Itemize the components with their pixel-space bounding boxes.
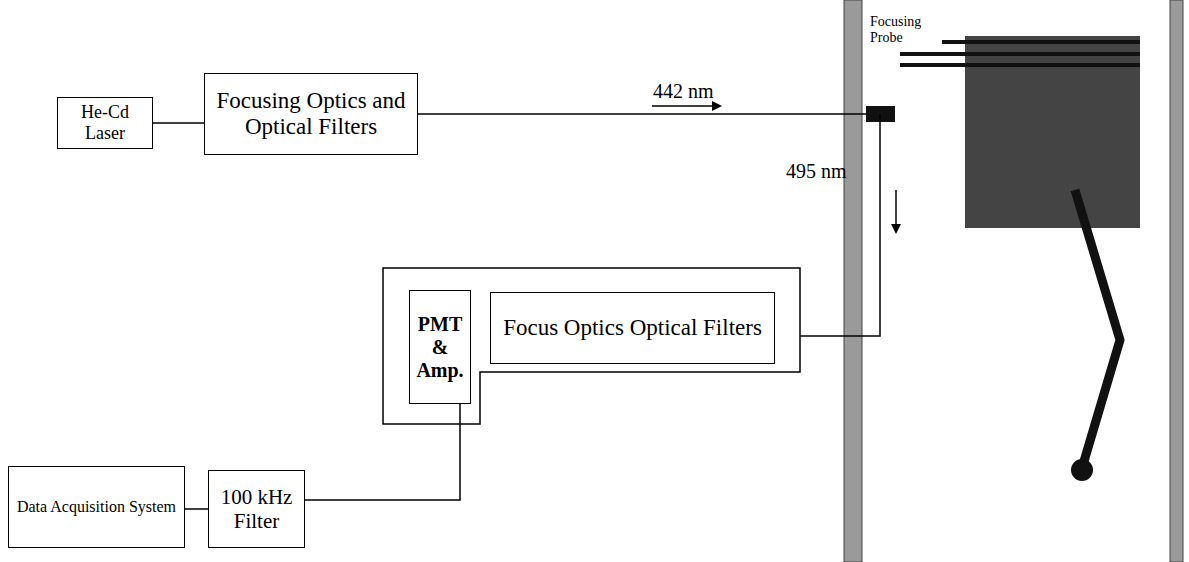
probe-label: Focusing Probe bbox=[868, 14, 942, 46]
direction-arrow bbox=[652, 105, 716, 107]
wavelength-label: 442 nm bbox=[653, 80, 714, 103]
piston-ring bbox=[900, 63, 1140, 67]
pmt-box: PMT & Amp. bbox=[409, 290, 471, 404]
connector-line bbox=[185, 508, 208, 510]
optics-box: Focus Optics Optical Filters bbox=[490, 292, 775, 364]
direction-arrow bbox=[895, 190, 897, 228]
pmt-housing bbox=[383, 268, 800, 424]
piston-ring bbox=[900, 52, 1140, 56]
crank-pin bbox=[1071, 459, 1093, 481]
cylinder-wall bbox=[844, 0, 862, 562]
optics-box: Focusing Optics and Optical Filters bbox=[204, 73, 418, 155]
connector-line bbox=[305, 404, 460, 500]
box-text: He-Cd Laser bbox=[64, 102, 146, 143]
cylinder-wall bbox=[1170, 0, 1183, 562]
connecting-rod bbox=[1075, 190, 1120, 468]
filter-box: 100 kHz Filter bbox=[208, 470, 305, 548]
connector-line bbox=[153, 122, 204, 124]
box-text: Focus Optics Optical Filters bbox=[503, 315, 762, 341]
box-text: 100 kHz Filter bbox=[215, 485, 298, 533]
daq-box: Data Acquisition System bbox=[8, 466, 185, 548]
box-text: PMT & Amp. bbox=[412, 313, 468, 382]
box-text: Data Acquisition System bbox=[17, 498, 176, 516]
wavelength-label: 495 nm bbox=[786, 160, 847, 183]
arrowhead bbox=[712, 101, 722, 111]
box-text: Focusing Optics and Optical Filters bbox=[211, 88, 411, 141]
laser-box: He-Cd Laser bbox=[57, 97, 153, 149]
arrowhead bbox=[891, 224, 901, 234]
laser-beam bbox=[418, 113, 866, 115]
